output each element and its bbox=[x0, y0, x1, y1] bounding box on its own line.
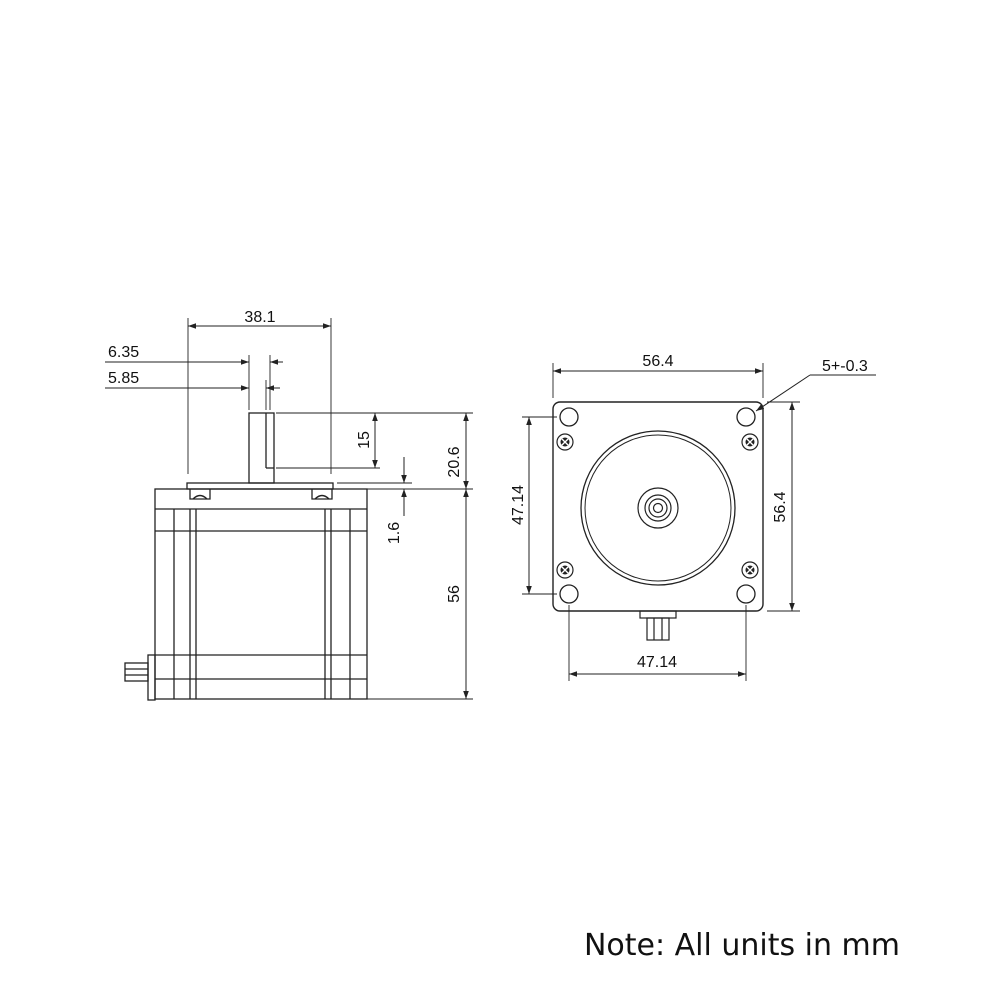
front-extension-lines bbox=[522, 363, 800, 681]
dim-flat-length: 15 bbox=[356, 413, 378, 468]
dim-hole-spacing-vertical: 47.14 bbox=[510, 417, 532, 594]
mounting-holes bbox=[559, 407, 756, 604]
dim-width-top: 56.4 bbox=[553, 353, 763, 374]
screws bbox=[556, 433, 759, 579]
screw-bottom-right bbox=[741, 561, 759, 579]
dim-shaft-length-label: 38.1 bbox=[244, 309, 275, 326]
dim-height-right-label: 56.4 bbox=[772, 491, 789, 522]
mounting-hole-top-left bbox=[559, 407, 579, 427]
motor-body bbox=[154, 488, 368, 700]
dim-shaft-diameter: 6.35 bbox=[105, 344, 283, 365]
side-extension-lines bbox=[187, 318, 473, 700]
dim-shaft-extension-label: 20.6 bbox=[446, 446, 463, 477]
front-connector bbox=[639, 610, 677, 641]
dim-body-length-label: 56 bbox=[446, 585, 463, 603]
dim-boss-height-label: 1.6 bbox=[386, 522, 403, 544]
dim-boss-height: 1.6 bbox=[386, 457, 407, 544]
dim-hole-spacing-bottom: 47.14 bbox=[569, 654, 746, 677]
screw-top-left bbox=[556, 433, 574, 451]
mounting-hole-bottom-right bbox=[736, 584, 756, 604]
dim-hole-spacing-vertical-label: 47.14 bbox=[510, 485, 527, 525]
dim-width-top-label: 56.4 bbox=[642, 353, 673, 370]
rear-connector bbox=[124, 654, 156, 701]
screw-top-right bbox=[741, 433, 759, 451]
dim-body-length: 56 bbox=[446, 489, 469, 699]
dim-flat-width: 5.85 bbox=[105, 370, 280, 391]
dim-hole-diameter: 5+-0.3 bbox=[755, 358, 876, 412]
mounting-hole-bottom-left bbox=[559, 584, 579, 604]
dim-height-right: 56.4 bbox=[772, 402, 795, 611]
dim-hole-spacing-bottom-label: 47.14 bbox=[637, 654, 677, 671]
dim-shaft-diameter-label: 6.35 bbox=[108, 344, 139, 361]
dim-shaft-length: 38.1 bbox=[188, 309, 331, 329]
shaft-end bbox=[637, 487, 679, 529]
dim-flat-width-label: 5.85 bbox=[108, 370, 139, 387]
flange-boss bbox=[186, 482, 334, 500]
screw-bottom-left bbox=[556, 561, 574, 579]
front-view: 56.4 5+-0.3 47.14 56.4 47.14 bbox=[510, 353, 876, 681]
dim-hole-diameter-label: 5+-0.3 bbox=[822, 358, 868, 375]
side-view: 38.1 6.35 5.85 15 1.6 20. bbox=[105, 309, 473, 701]
pilot-circle-outer bbox=[580, 430, 736, 586]
faceplate bbox=[552, 401, 764, 612]
units-note: Note: All units in mm bbox=[583, 928, 900, 963]
dim-flat-length-label: 15 bbox=[356, 431, 373, 449]
pilot-circle-inner bbox=[584, 434, 732, 582]
dim-shaft-extension: 20.6 bbox=[446, 413, 469, 489]
mounting-hole-top-right bbox=[736, 407, 756, 427]
motor-shaft bbox=[248, 412, 275, 484]
